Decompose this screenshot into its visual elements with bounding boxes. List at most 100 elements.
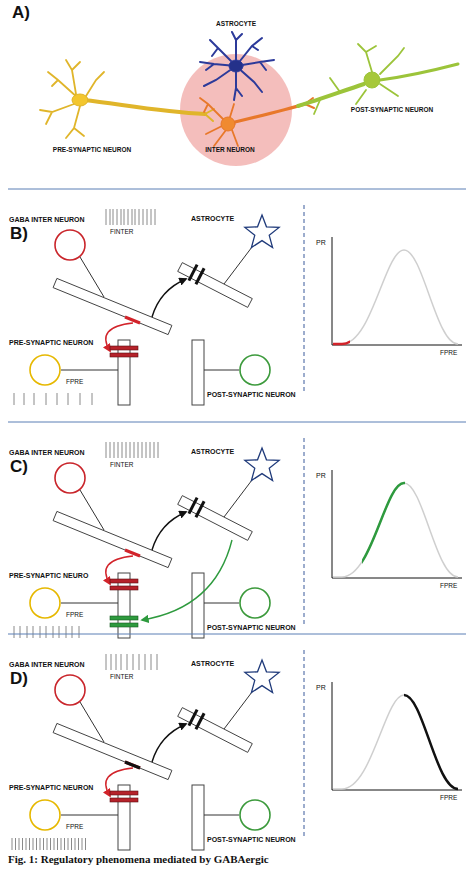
panel-letter: A)	[12, 4, 30, 23]
node-outline	[239, 587, 271, 619]
cell-label: ASTROCYTE	[191, 447, 234, 456]
node-outline	[243, 447, 281, 485]
neuron-soma	[55, 230, 85, 260]
synapse-schematic	[8, 634, 466, 850]
axon	[380, 64, 458, 80]
cell-label: PRE-SYNAPTIC NEURON	[53, 146, 131, 153]
neuron-soma	[240, 800, 270, 830]
astrocyte-node: ASTROCYTE	[243, 659, 281, 697]
dendrite	[298, 84, 364, 106]
node-outline	[29, 799, 61, 831]
interneuron-node: GABA INTER NEURON	[54, 674, 86, 706]
node-outline	[243, 659, 281, 697]
spike-train	[106, 654, 157, 670]
curve-highlight	[362, 483, 405, 577]
postsynaptic-neuron	[298, 44, 458, 114]
frequency-label: FPRE	[66, 611, 83, 618]
axon	[235, 104, 305, 122]
spike-train	[14, 626, 79, 638]
node-outline	[29, 587, 61, 619]
neuron-soma	[30, 800, 60, 830]
interneuron-node: GABA INTER NEURON	[54, 462, 86, 494]
neuron-illustration	[40, 32, 458, 166]
astrocyte-star	[245, 448, 279, 481]
astrocyte-node: ASTROCYTE	[243, 214, 281, 252]
cell-label: GABA INTER NEURON	[9, 215, 85, 224]
panel-letter: D)	[10, 670, 28, 689]
presynaptic-neuron	[40, 60, 214, 138]
axis-label: FPRE	[440, 349, 457, 356]
postsynaptic-node: POST-SYNAPTIC NEURON	[239, 354, 271, 386]
cell-label: PRE-SYNAPTIC NEURON	[9, 338, 93, 347]
presynaptic-node: PRE-SYNAPTIC NEURON	[29, 799, 61, 831]
neuron-soma	[55, 675, 85, 705]
postsynaptic-node: POST-SYNAPTIC NEURON	[239, 587, 271, 619]
frequency-label: FPRE	[66, 823, 83, 830]
cell-label: POST-SYNAPTIC NEURON	[207, 623, 296, 632]
cell-label: ASTROCYTE	[216, 20, 256, 27]
frequency-label: FINTER	[110, 461, 133, 468]
gaba-release-site	[125, 762, 140, 768]
spike-train	[12, 838, 86, 850]
presynaptic-node: PRE-SYNAPTIC NEURON	[29, 354, 61, 386]
axon-terminal	[205, 109, 214, 121]
synapse-schematic	[8, 422, 466, 638]
node-outline	[54, 462, 86, 494]
astrocyte-star	[245, 215, 279, 248]
neuron-soma	[55, 463, 85, 493]
cell-label: GABA INTER NEURON	[9, 448, 85, 457]
node-outline	[239, 799, 271, 831]
cell-label: POST-SYNAPTIC NEURON	[207, 390, 296, 399]
cell-label: GABA INTER NEURON	[9, 660, 85, 669]
node-outline	[54, 674, 86, 706]
panel-letter: B)	[10, 225, 28, 244]
cell-label: INTER NEURON	[205, 146, 254, 153]
cell-label: POST-SYNAPTIC NEURON	[351, 106, 433, 113]
axis-label: FPRE	[440, 794, 457, 801]
panel-c	[8, 422, 466, 638]
presynaptic-node: PRE-SYNAPTIC NEURO	[29, 587, 61, 619]
astrocyte-cell	[200, 32, 274, 100]
curve-highlight	[333, 250, 350, 344]
synapse-schematic	[8, 189, 466, 405]
astrocyte-node: ASTROCYTE	[243, 447, 281, 485]
processes	[200, 32, 274, 100]
neuron-soma	[30, 355, 60, 385]
axon	[84, 100, 205, 114]
cell-label: ASTROCYTE	[191, 659, 234, 668]
axis-label: PR	[316, 472, 326, 480]
axis-label: PR	[316, 239, 326, 247]
astrocyte-activated-receptor	[110, 623, 138, 627]
axis-label: FPRE	[440, 582, 457, 589]
cell-label: PRE-SYNAPTIC NEURON	[9, 783, 93, 792]
spike-train	[14, 393, 92, 405]
soma	[221, 117, 235, 131]
soma	[229, 60, 243, 72]
spike-train	[106, 209, 155, 225]
interneuron-node: GABA INTER NEURON	[54, 229, 86, 261]
panel-b	[8, 189, 466, 405]
curve-highlight	[404, 695, 458, 789]
frequency-label: FINTER	[110, 673, 133, 680]
cell-label: POST-SYNAPTIC NEURON	[207, 835, 296, 844]
node-outline	[239, 354, 271, 386]
neuron-soma	[30, 588, 60, 618]
highlight-circle	[180, 54, 292, 166]
neuron-soma	[240, 355, 270, 385]
figure-caption: Fig. 1: Regulatory phenomena mediated by…	[8, 853, 269, 865]
soma	[72, 94, 88, 106]
dendrites	[40, 60, 104, 138]
node-outline	[54, 229, 86, 261]
frequency-label: FINTER	[110, 228, 133, 235]
frequency-label: FPRE	[66, 378, 83, 385]
panel-letter: C)	[10, 458, 28, 477]
soma	[364, 72, 380, 88]
node-outline	[29, 354, 61, 386]
neuron-soma	[240, 588, 270, 618]
cell-label: PRE-SYNAPTIC NEURO	[9, 571, 88, 580]
astrocyte-star	[245, 660, 279, 693]
dendrites	[200, 98, 238, 146]
